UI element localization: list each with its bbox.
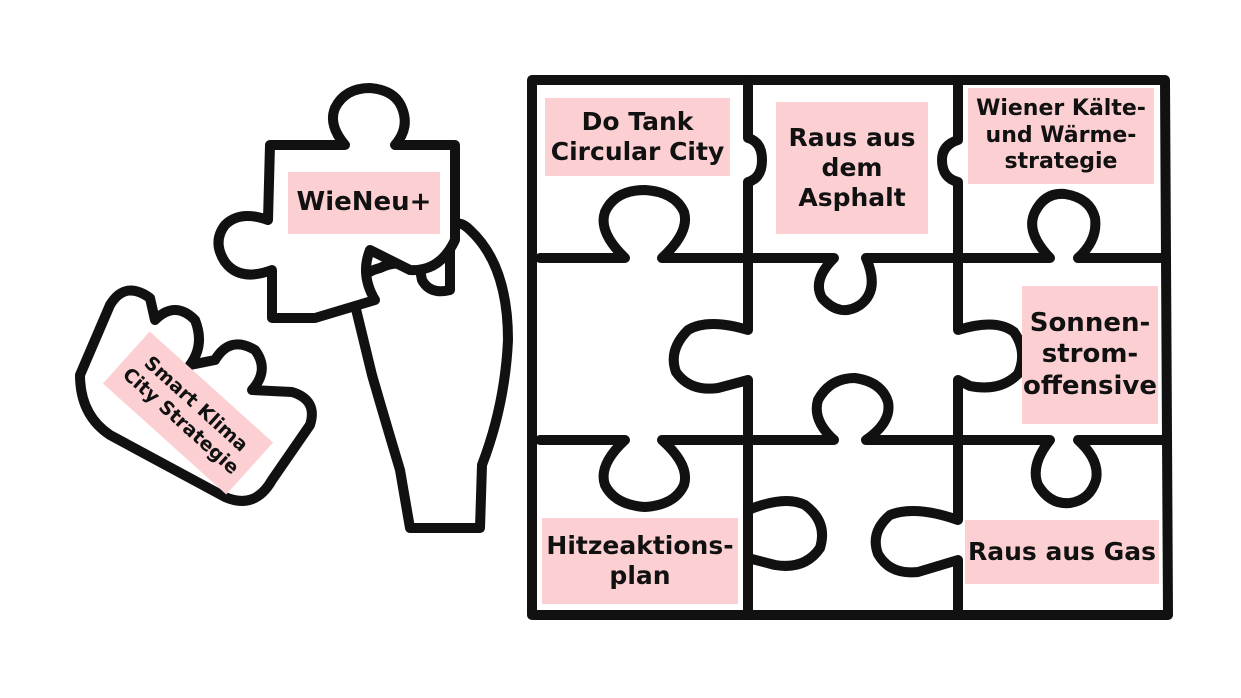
label-kaelte-waerme-strategie: Wiener Kälte- und Wärme- strategie [968,88,1154,184]
puzzle-seam [870,75,1028,620]
label-hitzeaktionsplan: Hitzeaktions- plan [542,518,738,604]
puzzle-seam [535,373,1170,512]
label-do-tank-circular-city: Do Tank Circular City [545,98,730,176]
label-wieneu-plus: WieNeu+ [288,172,440,234]
label-sonnenstrom-offensive: Sonnen- strom- offensive [1022,286,1158,424]
puzzle-seam [668,75,767,620]
label-raus-aus-gas: Raus aus Gas [965,520,1159,584]
puzzle-seam [535,185,1170,316]
hand-icon [349,218,513,533]
puzzle-seam [743,496,828,571]
label-raus-aus-dem-asphalt: Raus aus dem Asphalt [776,102,928,234]
